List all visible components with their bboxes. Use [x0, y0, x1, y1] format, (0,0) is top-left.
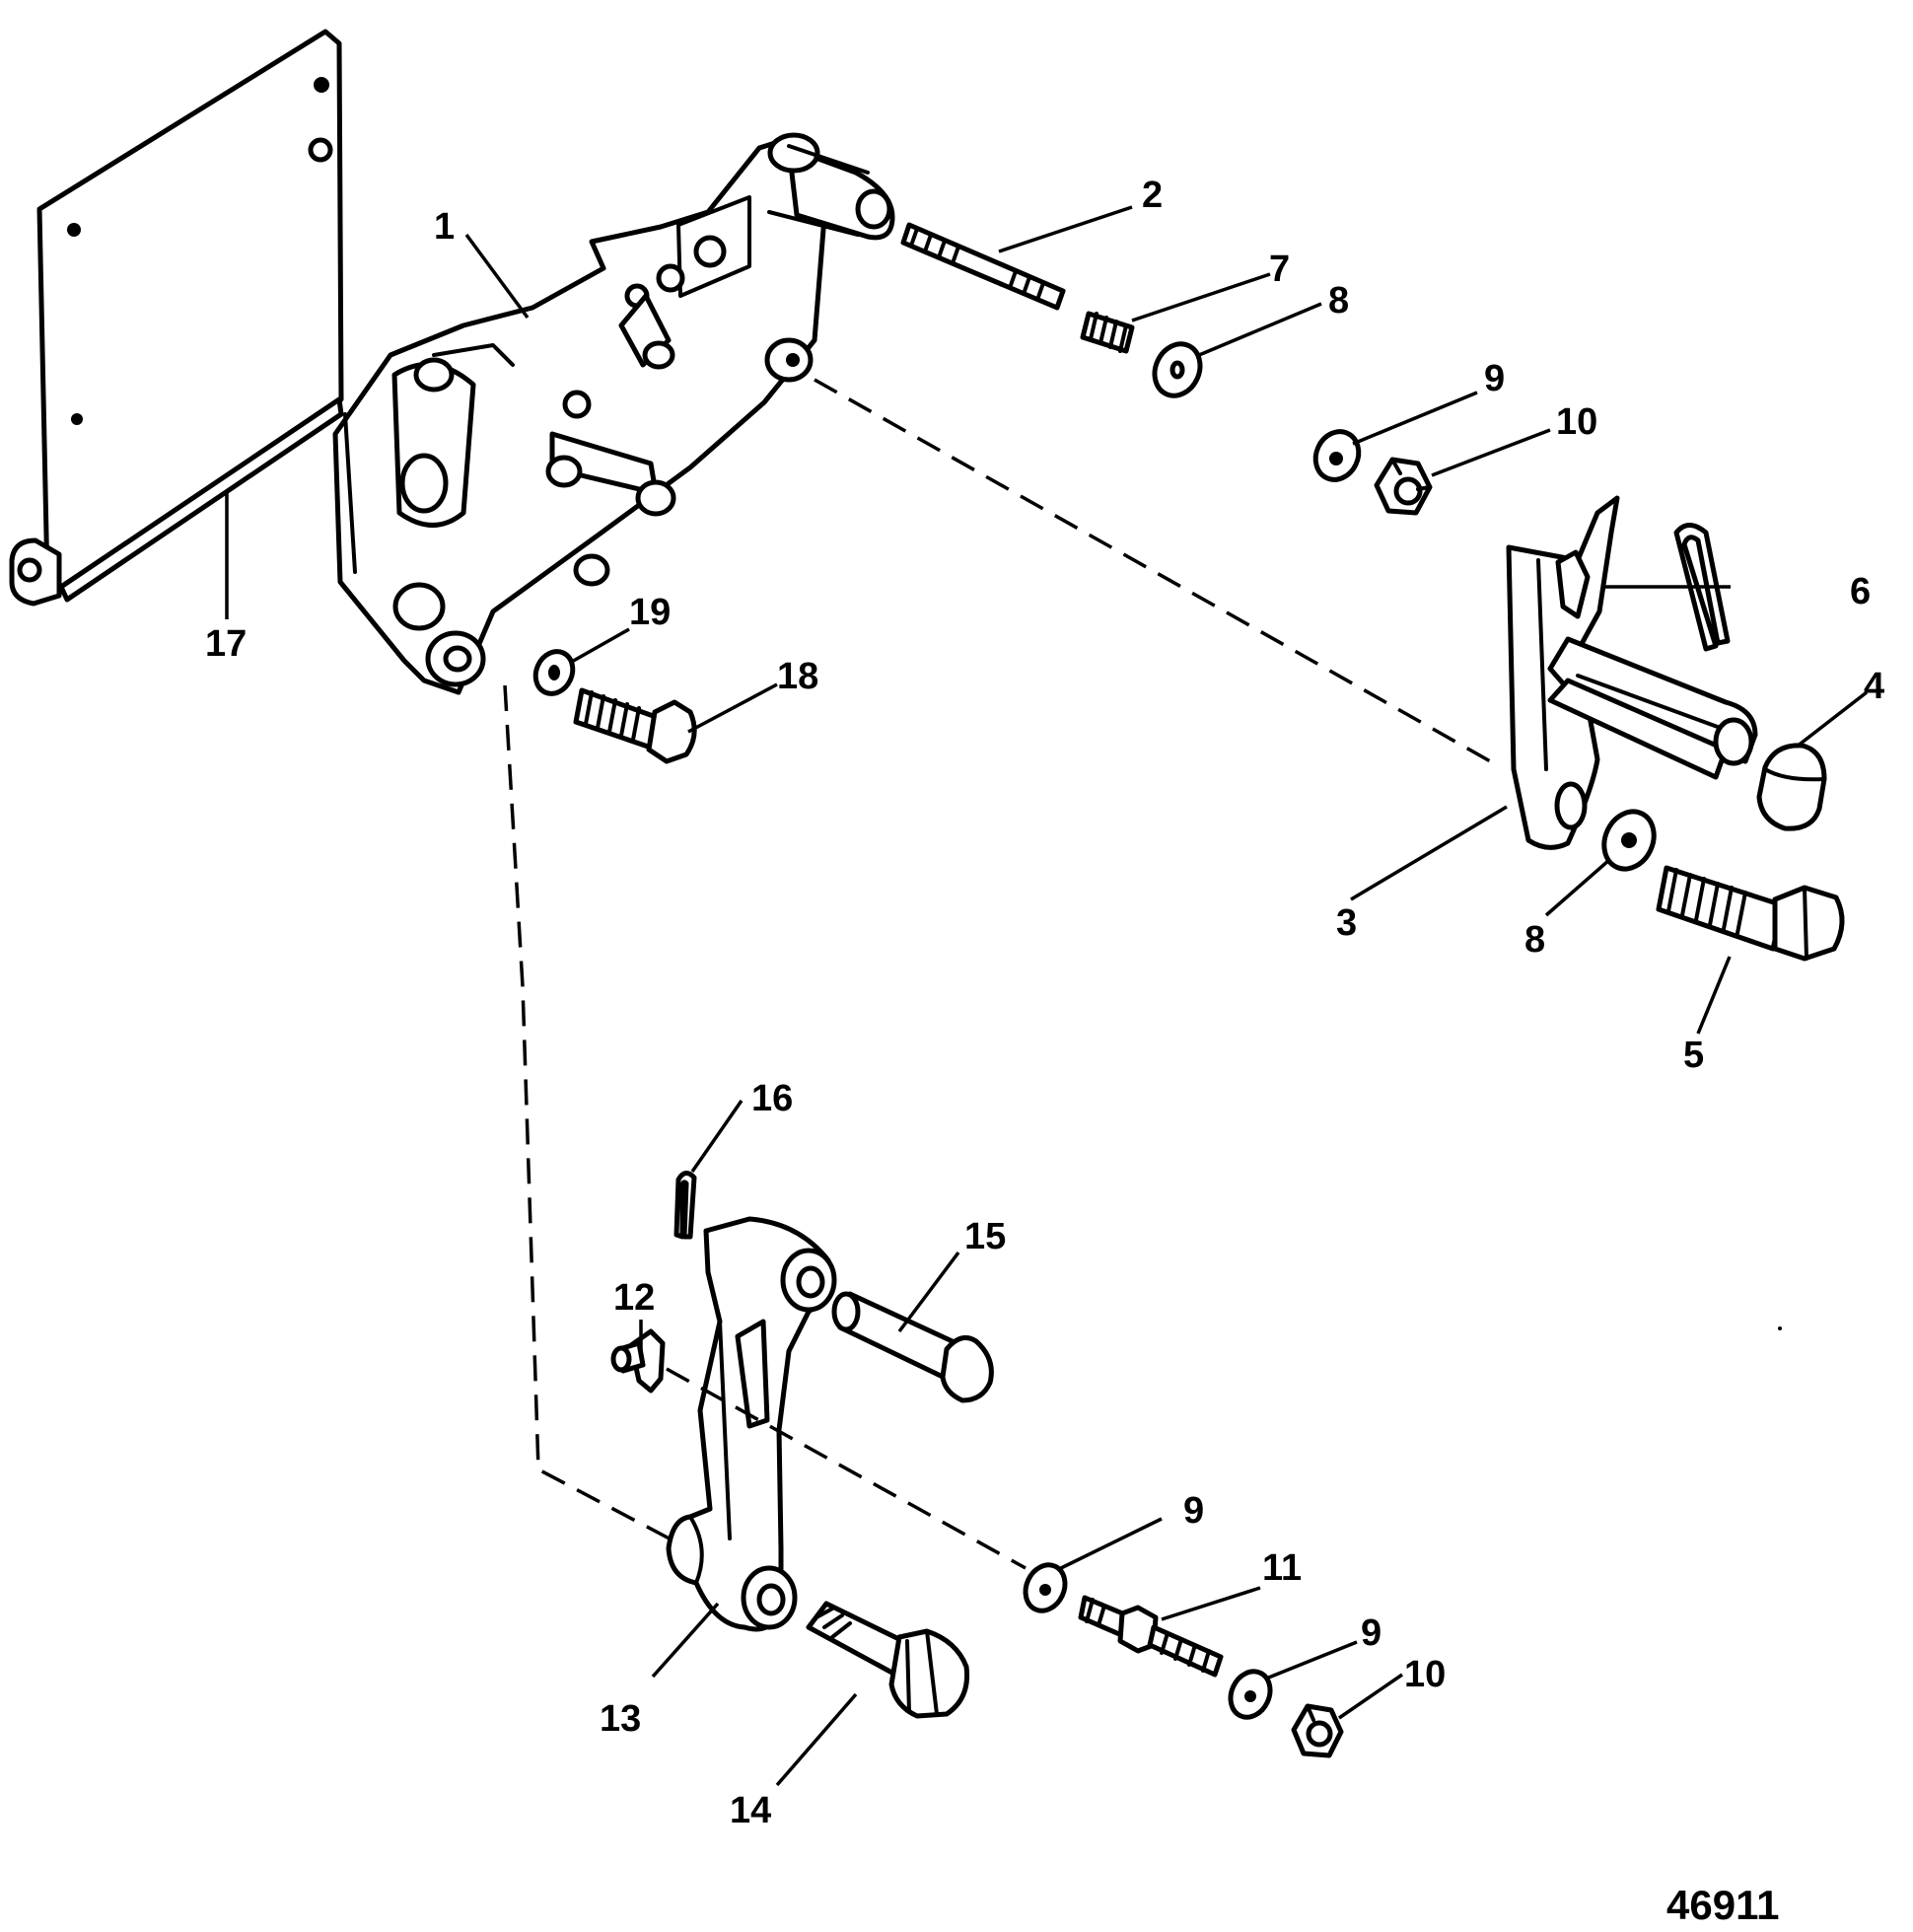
part-16-cotter-pin	[673, 1171, 697, 1240]
callout-16: 16	[751, 1078, 793, 1119]
part-7-spring	[1080, 311, 1135, 354]
callout-9-lower: 9	[1361, 1612, 1382, 1654]
callout-7: 7	[1269, 249, 1290, 290]
callout-10-lower: 10	[1404, 1654, 1446, 1695]
callout-8-upper: 8	[1328, 280, 1349, 322]
part-12-fitting	[610, 1328, 666, 1394]
stray-dot	[1778, 1326, 1782, 1330]
part-17-mounting-plate	[9, 29, 344, 607]
part-10-nut-upper	[1374, 457, 1433, 516]
part-8-washer-right	[1601, 809, 1657, 872]
callout-11: 11	[1262, 1547, 1302, 1589]
callout-6: 6	[1850, 571, 1871, 612]
callout-17: 17	[205, 623, 247, 665]
part-13-link-arm	[666, 1216, 837, 1632]
part-15-pin	[831, 1291, 994, 1403]
assembly-lines	[503, 378, 1502, 1570]
callout-9-middle: 9	[1183, 1490, 1204, 1532]
callout-19: 19	[629, 592, 671, 633]
callout-14: 14	[730, 1790, 771, 1831]
callout-1: 1	[434, 206, 455, 248]
part-6-cotter-pin	[1673, 523, 1731, 652]
part-5-bolt	[1656, 865, 1845, 962]
part-19-washer	[532, 649, 576, 696]
callout-10-upper: 10	[1556, 401, 1597, 443]
part-11-stud	[1078, 1595, 1224, 1678]
part-4-cap	[1756, 743, 1827, 831]
callout-12: 12	[613, 1277, 655, 1319]
callout-8-right: 8	[1524, 919, 1545, 961]
figure-number: 46911	[1666, 1882, 1779, 1928]
callout-9-upper: 9	[1484, 358, 1505, 399]
part-9-washer-middle	[1023, 1562, 1068, 1613]
callout-4: 4	[1864, 666, 1884, 707]
part-18-bolt	[573, 687, 697, 764]
callout-3: 3	[1336, 902, 1357, 944]
part-1-bracket	[332, 132, 895, 695]
callout-13: 13	[600, 1698, 641, 1740]
part-3-shift-lever	[1506, 495, 1758, 850]
callout-2: 2	[1142, 175, 1163, 216]
leader-lines	[225, 205, 1869, 1787]
part-2-stud	[900, 222, 1066, 311]
callout-15: 15	[964, 1216, 1006, 1257]
part-10-nut-lower	[1291, 1703, 1344, 1758]
callout-5: 5	[1683, 1035, 1704, 1076]
part-9-washer-upper	[1312, 429, 1362, 482]
part-14-shoulder-bolt	[806, 1601, 970, 1719]
callout-labels: 1 2 7 8 9 10 6 4 3 8 5 17 19 18 16 15 12…	[205, 175, 1884, 1831]
part-9-washer-lower	[1228, 1669, 1273, 1720]
part-8-washer-upper	[1152, 341, 1203, 398]
callout-18: 18	[777, 656, 818, 697]
